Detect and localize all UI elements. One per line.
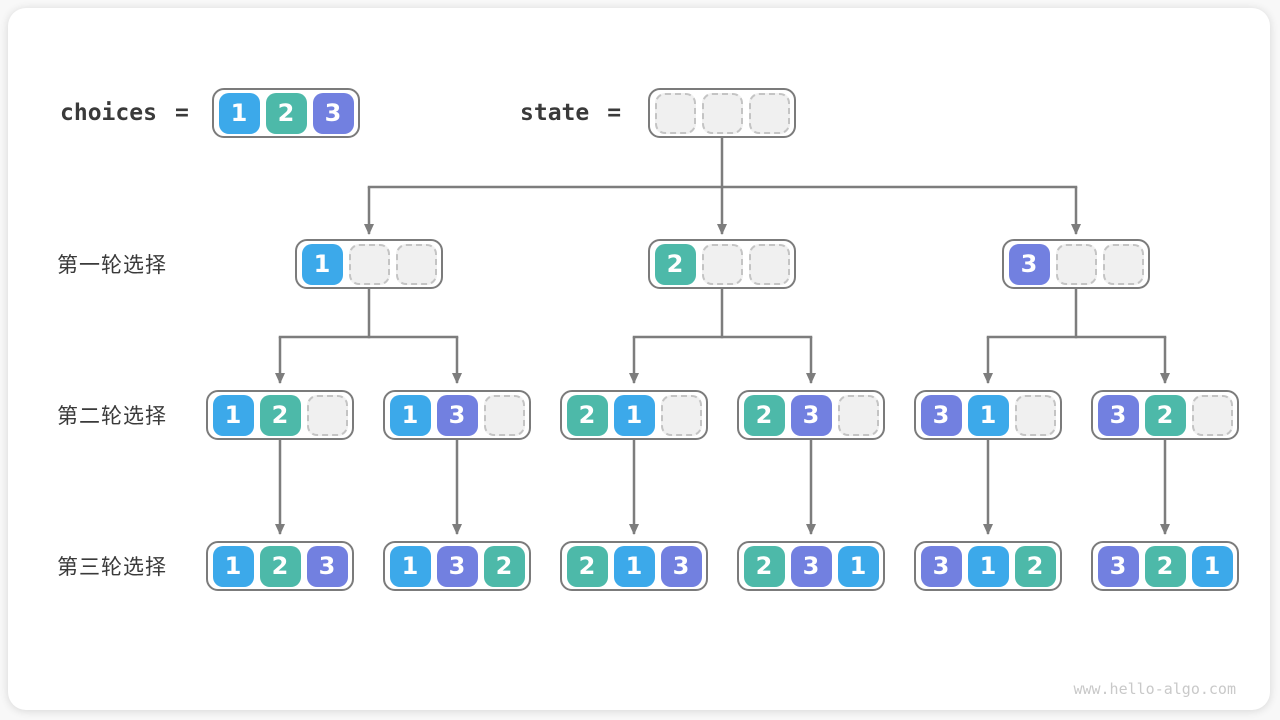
empty-slot: [660, 394, 702, 436]
value-cell: 1: [613, 394, 655, 436]
choices-equals: =: [174, 100, 189, 126]
empty-slot: [701, 92, 743, 134]
empty-slot: [306, 394, 348, 436]
value-cell: 1: [212, 394, 254, 436]
value-cell: 2: [654, 243, 696, 285]
empty-slot: [1102, 243, 1144, 285]
round-1-box: 2: [648, 239, 796, 289]
round-1-box: 1: [295, 239, 443, 289]
empty-slot: [748, 92, 790, 134]
value-cell: 3: [1097, 545, 1139, 587]
value-cell: 1: [218, 92, 260, 134]
round-1-label: 第一轮选择: [57, 254, 167, 277]
value-cell: 3: [1008, 243, 1050, 285]
round-2-label: 第二轮选择: [57, 405, 167, 428]
value-cell: 3: [1097, 394, 1139, 436]
value-cell: 3: [660, 545, 702, 587]
value-cell: 1: [837, 545, 879, 587]
value-cell: 1: [967, 394, 1009, 436]
watermark: www.hello-algo.com: [1073, 680, 1236, 698]
empty-slot: [654, 92, 696, 134]
value-cell: 1: [613, 545, 655, 587]
value-cell: 2: [1144, 394, 1186, 436]
value-cell: 1: [301, 243, 343, 285]
empty-slot: [701, 243, 743, 285]
value-cell: 3: [790, 545, 832, 587]
value-cell: 3: [436, 394, 478, 436]
empty-slot: [1055, 243, 1097, 285]
value-cell: 3: [790, 394, 832, 436]
value-cell: 2: [743, 394, 785, 436]
value-cell: 1: [212, 545, 254, 587]
value-cell: 2: [259, 394, 301, 436]
state-equals: =: [607, 100, 622, 126]
value-cell: 2: [1144, 545, 1186, 587]
value-cell: 1: [389, 545, 431, 587]
value-cell: 2: [265, 92, 307, 134]
value-cell: 2: [1014, 545, 1056, 587]
empty-slot: [395, 243, 437, 285]
empty-slot: [837, 394, 879, 436]
state-array: [648, 88, 796, 138]
empty-slot: [1191, 394, 1233, 436]
round-3-label: 第三轮选择: [57, 556, 167, 579]
value-cell: 1: [389, 394, 431, 436]
value-cell: 3: [920, 394, 962, 436]
empty-slot: [748, 243, 790, 285]
value-cell: 2: [566, 394, 608, 436]
empty-slot: [1014, 394, 1056, 436]
state-word: state: [520, 100, 590, 126]
choices-label: choices =: [60, 88, 189, 138]
value-cell: 3: [312, 92, 354, 134]
value-cell: 2: [259, 545, 301, 587]
value-cell: 3: [436, 545, 478, 587]
value-cell: 1: [1191, 545, 1233, 587]
empty-slot: [348, 243, 390, 285]
state-label: state =: [520, 88, 621, 138]
choices-word: choices: [60, 100, 157, 126]
value-cell: 3: [920, 545, 962, 587]
value-cell: 3: [306, 545, 348, 587]
value-cell: 2: [566, 545, 608, 587]
round-1-box: 3: [1002, 239, 1150, 289]
value-cell: 2: [743, 545, 785, 587]
value-cell: 1: [967, 545, 1009, 587]
value-cell: 2: [483, 545, 525, 587]
empty-slot: [483, 394, 525, 436]
